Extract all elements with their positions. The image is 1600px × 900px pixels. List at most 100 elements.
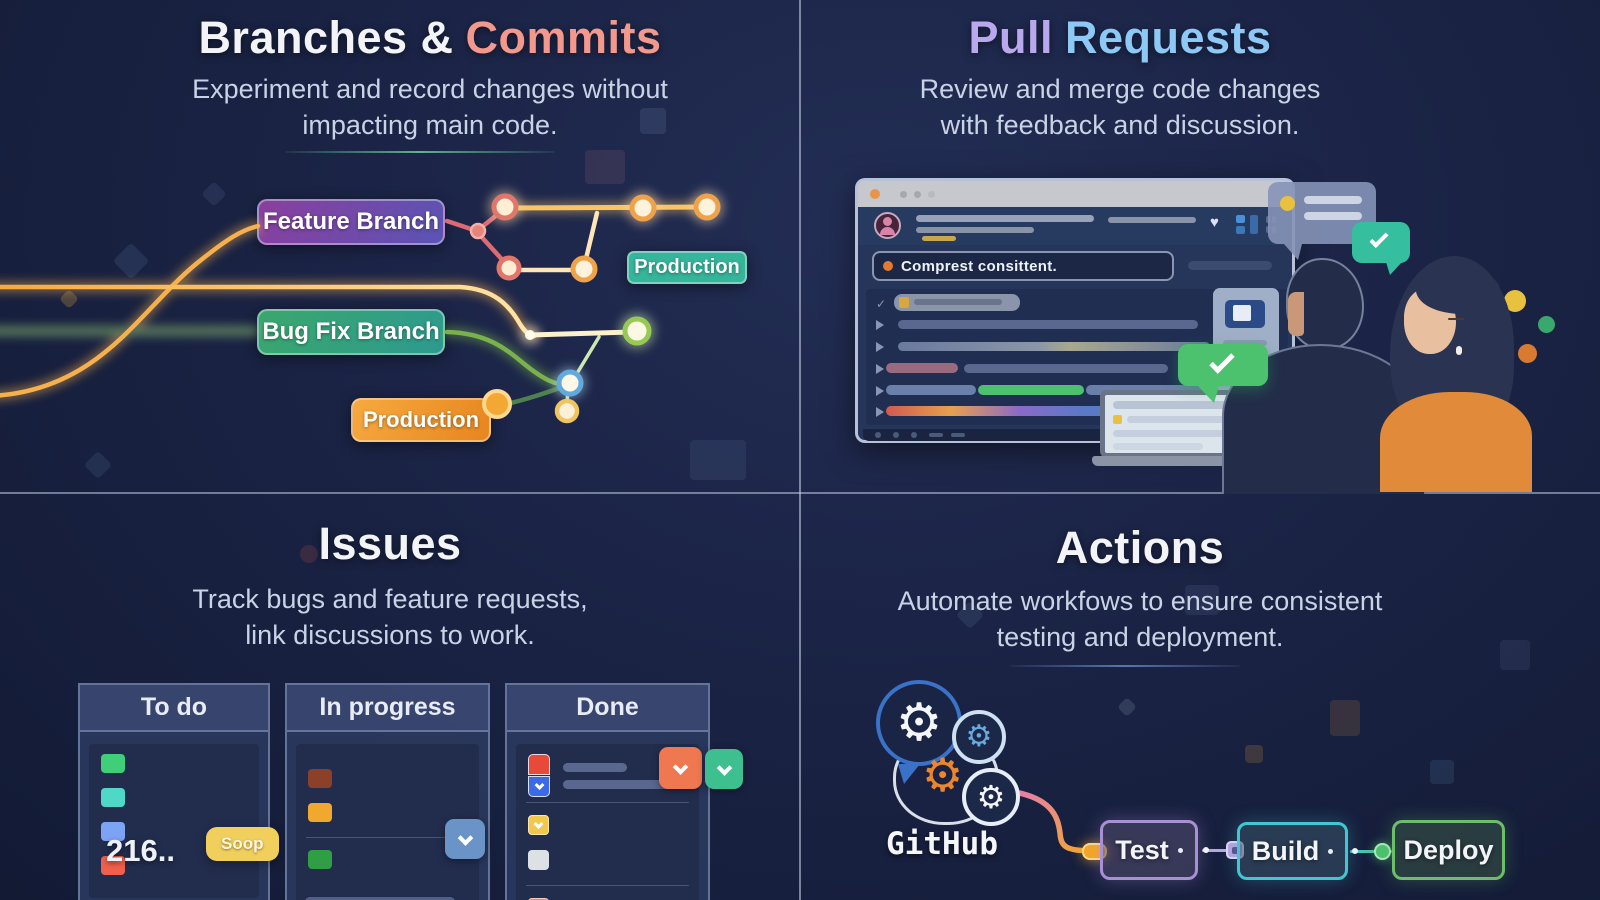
text-bar	[1304, 196, 1362, 204]
diff-line	[898, 320, 1198, 329]
earring	[1456, 346, 1462, 355]
window-dot-icon	[928, 191, 935, 198]
diff-line-removed	[886, 363, 958, 373]
blue-square-icon	[1236, 226, 1245, 234]
issue-card	[528, 754, 687, 798]
laptop-base	[1092, 456, 1256, 466]
pull-requests-subtitle: Review and merge code changes with feedb…	[919, 74, 1321, 140]
issues-title: Issues	[318, 518, 462, 569]
diff-line-added	[978, 385, 1084, 395]
text-bar	[1113, 430, 1225, 437]
branches-title: Branches &Commits	[40, 12, 820, 64]
orange-dot-icon	[883, 261, 893, 271]
horizontal-divider	[0, 492, 1600, 494]
issue-card	[528, 815, 687, 835]
feature-branch-label: Feature Branch	[257, 199, 445, 245]
commit-message-bar: Comprest consittent.	[872, 251, 1174, 281]
production-label-bottom: Production	[351, 398, 491, 442]
divider	[526, 802, 689, 803]
issue-card	[528, 850, 687, 870]
media-icon	[1225, 300, 1265, 328]
branches-subtitle: Experiment and record changes without im…	[192, 74, 668, 140]
media-icon-inner	[1233, 305, 1251, 321]
diff-line	[886, 385, 976, 395]
avatar	[874, 212, 901, 239]
browser-nav-row: ♥	[858, 207, 1292, 245]
chevron-icon	[534, 780, 544, 791]
dot-icon	[911, 432, 917, 438]
issue-card	[101, 822, 247, 841]
issue-card	[308, 803, 467, 822]
yellow-dot-icon	[1280, 196, 1295, 211]
stacked-issue-icon	[528, 754, 552, 798]
text-bar	[916, 215, 1094, 222]
workflow-step-deploy: Deploy	[1392, 820, 1505, 880]
diff-line-colored	[886, 406, 1118, 416]
workflow-step-test: Test	[1100, 820, 1198, 880]
woman-sweater	[1380, 392, 1532, 492]
connector-dot	[1203, 847, 1209, 853]
dot-icon	[893, 432, 899, 438]
gray-checkbox-icon	[528, 850, 549, 870]
chevron-right-icon	[876, 386, 884, 396]
bead-inner	[1231, 846, 1239, 854]
chevron-icon	[533, 818, 544, 829]
heart-icon: ♥	[1210, 214, 1219, 231]
chevron-right-icon	[876, 407, 884, 417]
orange-gear-icon: ⚙	[922, 748, 964, 802]
check-icon	[716, 759, 732, 776]
done-check-badge-orange	[659, 747, 702, 789]
label-chip	[308, 769, 332, 788]
production-label-right: Production	[627, 251, 747, 284]
kanban-column-inprogress: In progress	[285, 683, 490, 900]
man-face-profile	[1288, 292, 1304, 336]
dot-icon	[875, 432, 881, 438]
green-dot-icon	[1538, 316, 1555, 333]
pr-title-requests: Requests	[1064, 12, 1272, 63]
dash-icon	[951, 433, 965, 437]
avatar-head	[883, 217, 892, 226]
window-dot-icon	[900, 191, 907, 198]
kanban-header-inprogress: In progress	[287, 685, 488, 732]
orange-dot-icon	[1518, 344, 1537, 363]
red-badge-icon	[528, 754, 550, 775]
actions-title: Actions	[1055, 522, 1225, 573]
approve-bubble	[1178, 344, 1268, 403]
kanban-column-done: Done ✓ ✓	[505, 683, 743, 900]
text-bar	[1108, 217, 1196, 223]
label-chip	[101, 822, 125, 841]
gear-icon: ⚙	[895, 693, 943, 753]
issue-text	[563, 763, 671, 789]
text-bar	[914, 299, 1002, 305]
text-bar	[563, 763, 627, 772]
bugfix-branch-label: Bug Fix Branch	[257, 309, 445, 355]
label-chip	[308, 803, 332, 822]
text-bar	[305, 897, 455, 900]
approve-bubble-small	[1352, 222, 1410, 275]
window-dot-icon	[870, 189, 880, 199]
bubble-tail	[898, 764, 920, 784]
gear-icon: ⚙	[976, 778, 1006, 816]
connector-line-lavender	[1202, 849, 1238, 852]
done-check-badge-blue	[445, 819, 485, 859]
text-bar	[563, 780, 671, 789]
issues-subtitle: Track bugs and feature requests, link di…	[192, 584, 588, 650]
todo-count: 216..	[106, 833, 175, 868]
github-bubble-gear: ⚙	[876, 680, 962, 784]
file-icon	[899, 297, 909, 308]
yellow-dot-icon	[1504, 290, 1526, 312]
workflow-step-build: Build	[1237, 822, 1348, 880]
text-bar	[922, 236, 956, 241]
check-icon	[1209, 348, 1235, 374]
chevron-right-icon	[876, 342, 884, 352]
check-icon	[1369, 228, 1389, 249]
text-bar	[1304, 212, 1362, 220]
bubble-tail	[1284, 244, 1302, 260]
gear-icon: ⚙	[965, 719, 993, 754]
workflow-connector-start	[1005, 788, 1097, 854]
branches-divider	[285, 151, 555, 153]
kanban-header-done: Done	[507, 685, 708, 732]
issue-card	[308, 769, 467, 788]
bubble-tail	[1386, 262, 1402, 275]
